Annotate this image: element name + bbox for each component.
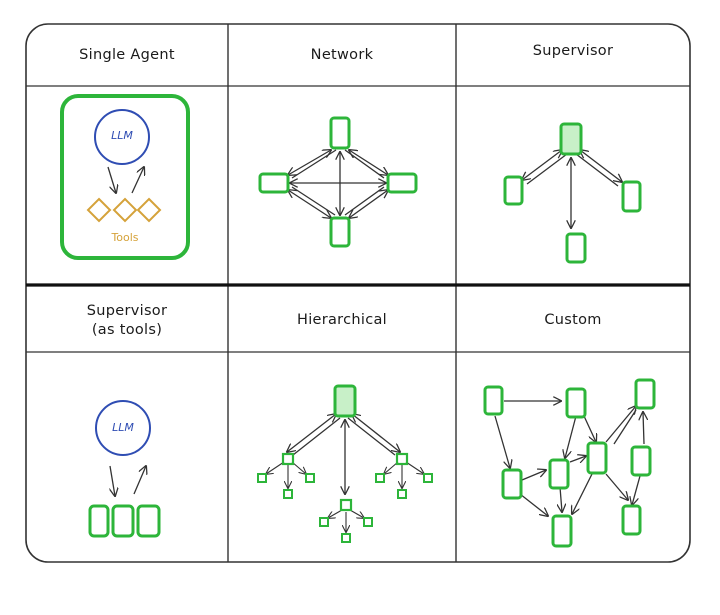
single-agent-boundary: [60, 94, 190, 260]
header-single-agent: Single Agent: [79, 47, 175, 63]
header-network: Network: [310, 47, 374, 63]
worker-node: [283, 489, 293, 499]
header-custom: Custom: [544, 312, 602, 328]
sub-supervisor-node: [339, 498, 353, 512]
llm-label-bottom: LLM: [112, 421, 134, 434]
agent-node: [565, 232, 587, 264]
agent-node: [565, 387, 587, 419]
worker-node: [363, 517, 373, 527]
agent-node: [483, 385, 504, 416]
agent-node: [586, 441, 608, 475]
arrow: [110, 465, 115, 496]
agent-node: [329, 116, 351, 150]
agent-node: [634, 378, 656, 410]
worker-node: [375, 473, 385, 483]
tool-agent-node: [111, 504, 135, 538]
tool-diamond: [112, 197, 138, 223]
custom-edges: [494, 401, 644, 516]
header-hierarchical: Hierarchical: [296, 312, 388, 328]
agent-node: [503, 175, 524, 206]
tool-agent-node: [88, 504, 110, 538]
agent-node: [329, 216, 351, 248]
network-graph: [288, 150, 388, 218]
tool-diamond: [136, 197, 162, 223]
tool-diamond: [86, 197, 112, 223]
agent-node: [621, 180, 642, 213]
arrow: [131, 167, 144, 194]
llm-label-top: LLM: [111, 129, 133, 142]
agent-node: [386, 172, 418, 194]
sub-supervisor-node: [281, 452, 295, 466]
worker-node: [397, 489, 407, 499]
worker-node: [341, 533, 351, 543]
header-supervisor-tools: Supervisor (as tools): [26, 302, 228, 340]
header-supervisor: Supervisor: [532, 43, 614, 59]
worker-node: [257, 473, 267, 483]
tool-agent-node: [136, 504, 161, 538]
worker-node: [305, 473, 315, 483]
supervisor-node: [559, 122, 583, 156]
agent-node: [501, 468, 523, 500]
agent-node: [551, 514, 573, 548]
tools-label: Tools: [111, 231, 139, 244]
header-supervisor-tools-line2: (as tools): [91, 322, 163, 338]
agent-node: [548, 458, 570, 490]
header-supervisor-tools-line1: Supervisor: [86, 303, 168, 319]
arrow: [107, 166, 116, 193]
llm-node-bottom: [95, 400, 151, 456]
supervisor-edges: [522, 150, 622, 228]
sub-supervisor-node: [395, 452, 409, 466]
agent-node: [621, 504, 642, 536]
agent-node: [258, 172, 290, 194]
arrow: [133, 466, 146, 495]
worker-node: [423, 473, 433, 483]
top-supervisor-node: [333, 384, 357, 418]
agent-node: [630, 445, 652, 477]
worker-node: [319, 517, 329, 527]
outer-frame: [25, 23, 691, 563]
llm-node-top: [94, 109, 150, 165]
hierarchical-edges: [266, 414, 424, 532]
